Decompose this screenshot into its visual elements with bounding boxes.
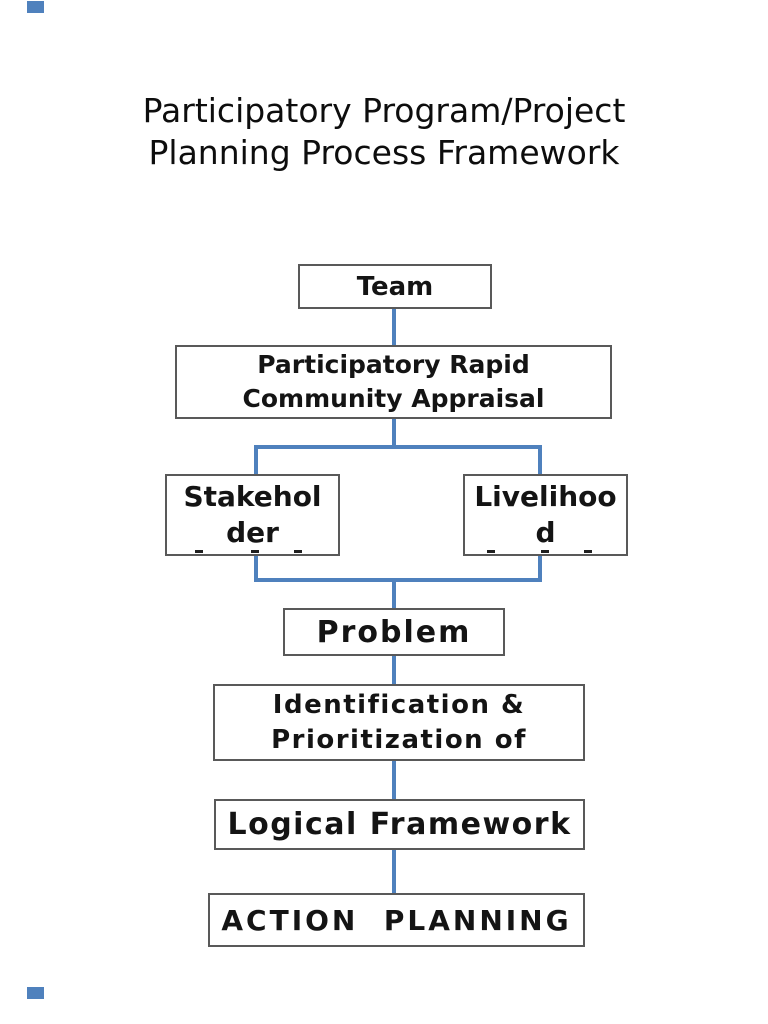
node-prca-line-1: Participatory Rapid [257,350,530,379]
connector-bracket-to-stakeholder [254,445,258,475]
node-stakeholder: Stakehol der [165,474,340,556]
node-action-planning: ACTION PLANNING [208,893,585,947]
node-participatory-rapid-community-appraisal: Participatory Rapid Community Appraisal [175,345,612,419]
node-team: Team [298,264,492,309]
node-livelihood-line-2: d [535,516,556,549]
node-livelihood: Livelihoo d [463,474,628,556]
page-title: Participatory Program/Project Planning P… [0,90,768,174]
bookmark-marker-icon[interactable] [27,1,44,13]
node-identification-line-2: Prioritization of [271,724,527,755]
node-logical-framework: Logical Framework [214,799,585,850]
connector-bracket-to-problem [392,578,396,609]
node-stakeholder-line-1: Stakehol [183,480,322,513]
bookmark-marker-icon[interactable] [27,987,44,999]
connector-prca-to-bracket [392,419,396,447]
node-team-label: Team [356,271,434,302]
page-title-line-2: Planning Process Framework [148,133,620,172]
connector-bracket-top-horizontal [254,445,542,449]
clipped-text-mark [251,550,259,553]
node-identification-line-1: Identification & [272,689,526,720]
clipped-text-mark [541,550,549,553]
node-stakeholder-line-2: der [226,516,279,549]
clipped-text-mark [294,550,302,553]
node-problem-label: Problem [316,614,472,650]
connector-livelihood-down [538,555,542,582]
clipped-text-mark [195,550,203,553]
node-action-planning-label: ACTION PLANNING [221,903,572,937]
connector-problem-to-identification [392,655,396,685]
connector-identification-to-logical [392,760,396,800]
node-identification-prioritization: Identification & Prioritization of [213,684,585,761]
connector-logical-to-action [392,849,396,894]
clipped-text-mark [487,550,495,553]
page-title-line-1: Participatory Program/Project [142,91,626,130]
connector-bracket-bottom-horizontal [254,578,542,582]
node-livelihood-line-1: Livelihoo [474,480,617,513]
node-problem: Problem [283,608,505,656]
clipped-text-mark [584,550,592,553]
node-logical-framework-label: Logical Framework [227,807,572,842]
connector-team-to-prca [392,308,396,346]
connector-bracket-to-livelihood [538,445,542,475]
node-prca-line-2: Community Appraisal [242,384,545,413]
connector-stakeholder-down [254,555,258,582]
